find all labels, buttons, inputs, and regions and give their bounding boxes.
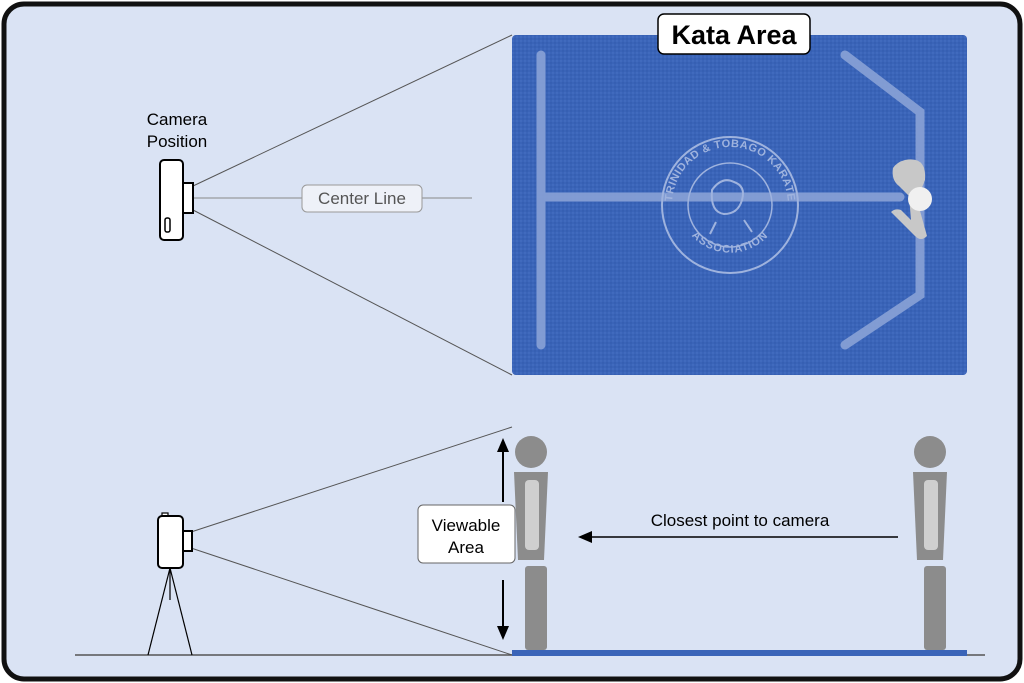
area-title: Kata Area	[671, 20, 797, 50]
arrow-icon	[578, 531, 898, 543]
viewable-label-box	[417, 504, 516, 564]
mat-side	[512, 650, 967, 656]
viewable-label-line2: Area	[448, 538, 484, 557]
camera-label-line2: Position	[147, 132, 207, 151]
center-line-label: Center Line	[318, 189, 406, 208]
person-icon	[514, 436, 548, 650]
camera-label-line1: Camera	[147, 110, 208, 129]
viewable-area-arrow	[497, 438, 509, 640]
person-icon	[913, 436, 947, 650]
fov-line-top	[192, 34, 513, 187]
side-fov-bottom	[190, 547, 513, 656]
tripod-icon	[147, 567, 193, 656]
area-title-box	[657, 13, 811, 55]
camera-side-icon	[157, 512, 193, 569]
performer-top-icon	[891, 159, 932, 239]
camera-icon	[159, 159, 194, 241]
closest-point-label: Closest point to camera	[651, 511, 830, 530]
fov-line-bottom	[192, 209, 513, 376]
viewable-label-line1: Viewable	[432, 516, 501, 535]
side-fov-top	[190, 426, 513, 533]
center-line-label-box	[301, 184, 423, 213]
